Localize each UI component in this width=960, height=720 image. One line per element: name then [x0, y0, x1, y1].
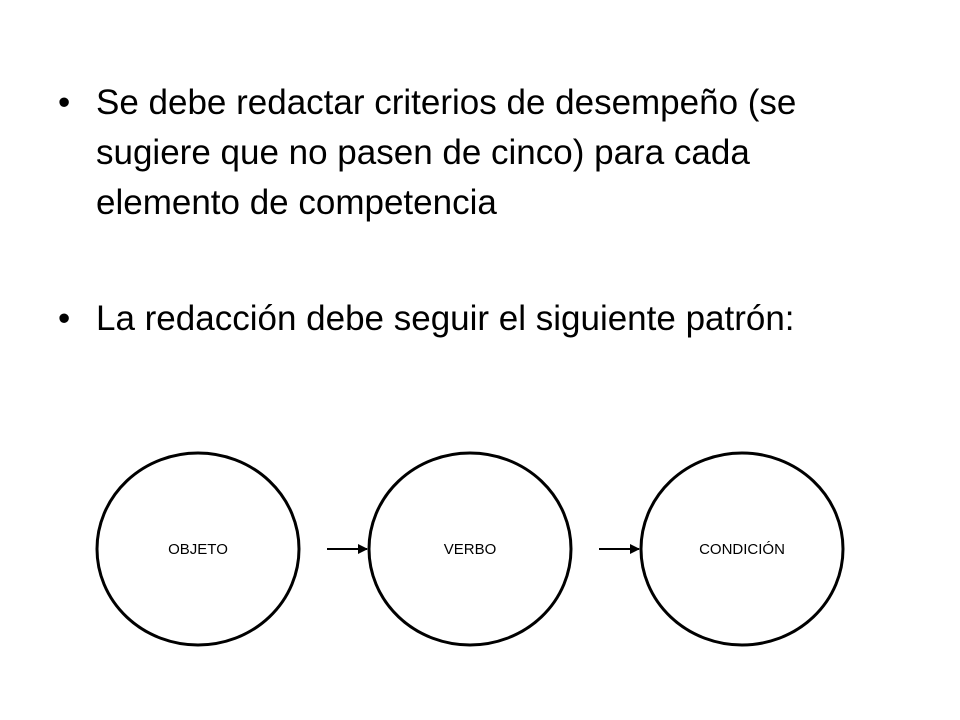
node-label-condicion: CONDICIÓN [699, 541, 785, 558]
bullet-item-criterios: • Se debe redactar criterios de desempeñ… [58, 78, 898, 228]
node-ellipse-verbo [367, 451, 573, 647]
bullet-text: Se debe redactar criterios de desempeño … [96, 83, 797, 222]
bullet-list: • Se debe redactar criterios de desempeñ… [58, 78, 898, 344]
nodes-layer: OBJETO VERBO CONDICIÓN [95, 451, 845, 647]
bullet-marker: • [58, 299, 71, 338]
node-label-objeto: OBJETO [168, 541, 228, 558]
bullet-marker: • [58, 83, 71, 122]
node-condicion: CONDICIÓN [639, 451, 845, 647]
node-label-verbo: VERBO [444, 541, 497, 558]
node-ellipse-objeto [95, 451, 301, 647]
node-verbo: VERBO [367, 451, 573, 647]
bullet-text: La redacción debe seguir el siguiente pa… [96, 299, 795, 338]
node-objeto: OBJETO [95, 451, 301, 647]
bullet-item-patron: • La redacción debe seguir el siguiente … [58, 294, 898, 344]
node-ellipse-condicion [639, 451, 845, 647]
